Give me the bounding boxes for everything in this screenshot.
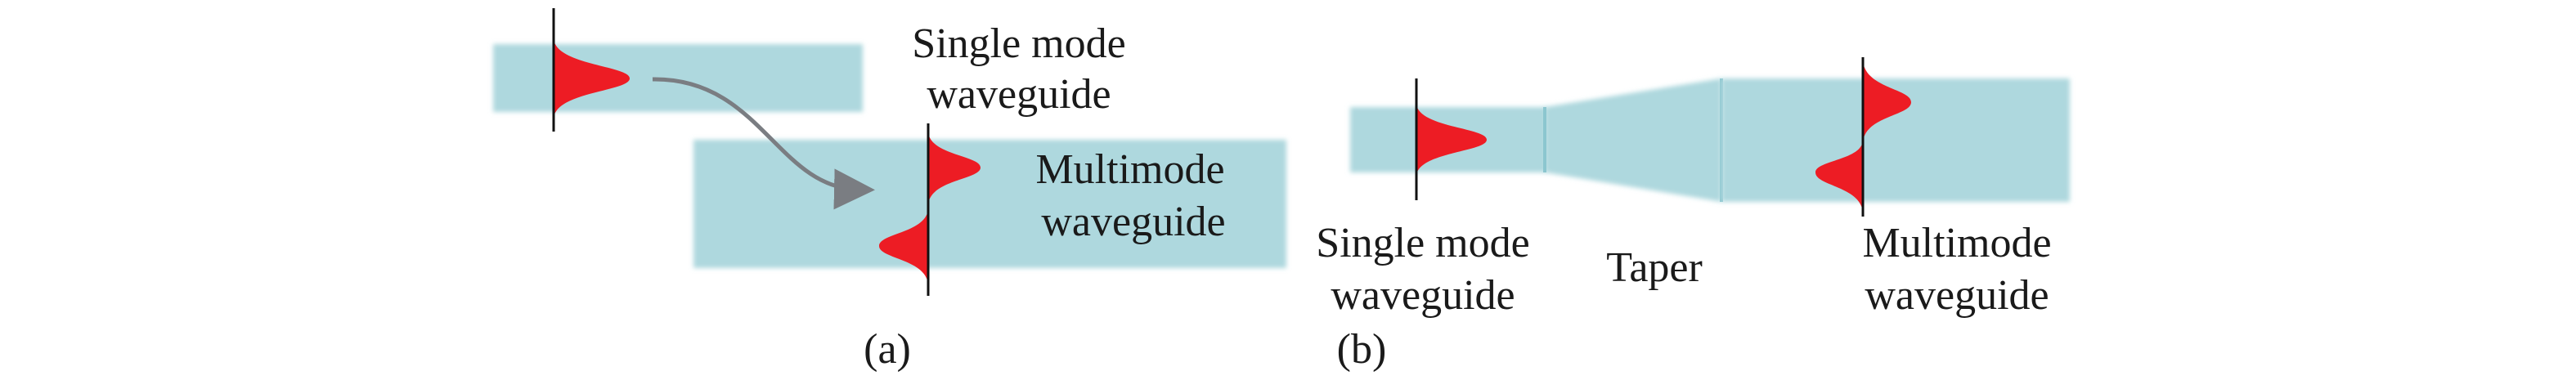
taper xyxy=(1545,78,1721,202)
higher-mode-upper-lobe xyxy=(1863,59,1911,144)
single-mode-label: Single mode xyxy=(1316,220,1529,266)
panel-a: Single mode waveguide Multimode waveguid… xyxy=(493,8,1286,373)
multimode-label: waveguide xyxy=(1041,199,1225,245)
taper-label: Taper xyxy=(1606,244,1703,291)
higher-mode-lower-lobe xyxy=(879,208,928,286)
caption-b: (b) xyxy=(1337,326,1387,373)
higher-mode-lower-lobe xyxy=(1815,140,1863,214)
higher-mode-upper-lobe xyxy=(928,131,981,206)
fundamental-mode-profile xyxy=(1416,103,1487,177)
caption-a: (a) xyxy=(864,326,911,373)
single-mode-label: waveguide xyxy=(927,71,1111,118)
fundamental-mode-profile xyxy=(554,38,630,119)
panel-b: Single mode waveguide Taper Multimode wa… xyxy=(1316,57,2070,373)
single-mode-waveguide xyxy=(493,44,863,112)
multimode-label: Multimode xyxy=(1035,146,1224,193)
multimode-label: waveguide xyxy=(1865,272,2049,319)
coupling-arrow xyxy=(652,77,875,210)
single-mode-label: waveguide xyxy=(1331,272,1515,319)
single-mode-label: Single mode xyxy=(912,20,1125,67)
multimode-label: Multimode xyxy=(1862,220,2051,266)
